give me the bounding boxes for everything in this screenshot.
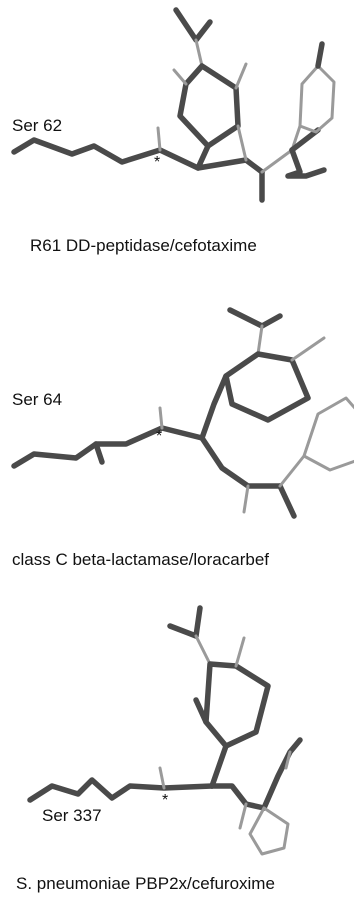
panel-class-c-beta-lactamase: Ser 64 * class C beta-lactamase/loracarb… [0, 290, 354, 590]
caption-r61-dd-peptidase: R61 DD-peptidase/cefotaxime [30, 236, 257, 255]
carbonyl-marker-asterisk: * [154, 154, 161, 171]
ligand-bonds-3 [27, 605, 303, 856]
molecule-structure-2 [11, 307, 354, 519]
carbonyl-marker-asterisk: * [156, 428, 163, 445]
molecule-structure-1 [11, 7, 336, 203]
residue-label-ser62: Ser 62 [12, 116, 63, 135]
ligand-bonds-1 [11, 7, 336, 203]
panel-pbp2x-cefuroxime: Ser 337 * S. pneumoniae PBP2x/cefuroxime [0, 590, 354, 908]
caption-pbp2x-cefuroxime: S. pneumoniae PBP2x/cefuroxime [16, 874, 275, 893]
residue-label-ser64: Ser 64 [12, 390, 63, 409]
residue-label-ser337: Ser 337 [42, 806, 102, 825]
caption-class-c-beta-lactamase: class C beta-lactamase/loracarbef [12, 550, 270, 569]
carbonyl-marker-asterisk: * [162, 792, 169, 809]
panel-r61-dd-peptidase: Ser 62 * R61 DD-peptidase/cefotaxime [0, 0, 354, 290]
molecule-structure-3 [27, 605, 303, 856]
ligand-bonds-2 [11, 307, 354, 519]
